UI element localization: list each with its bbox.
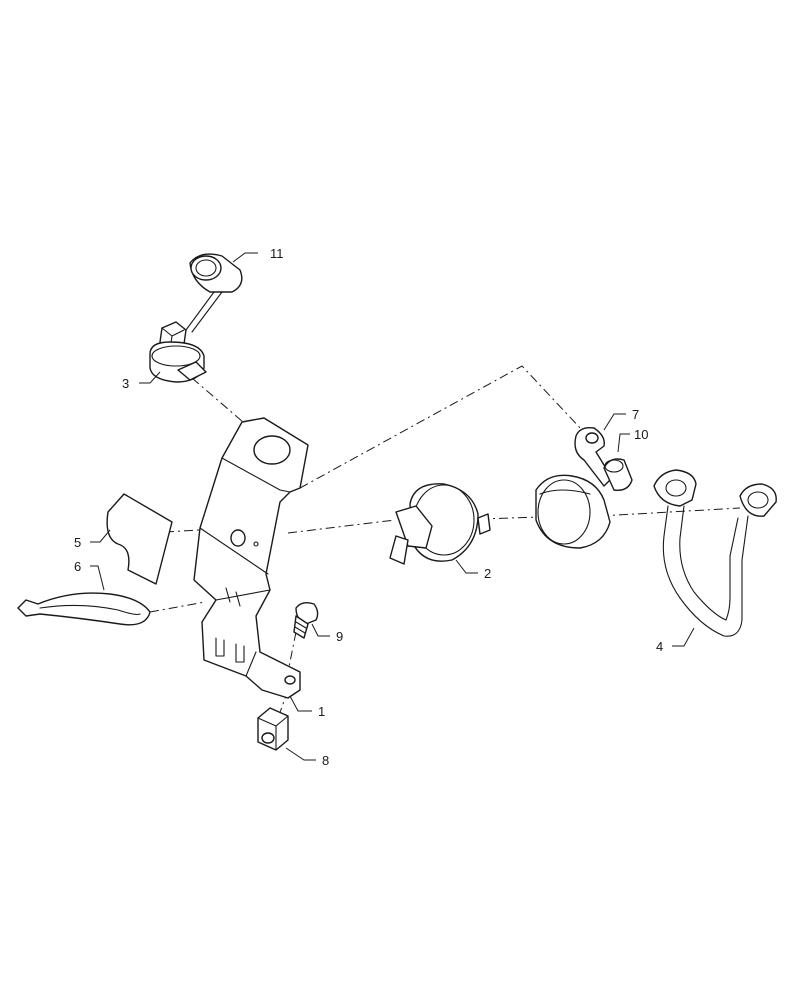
leader-7 [603,413,626,431]
strap-part-6 [17,592,151,626]
nut-part-8 [257,707,289,751]
buzzer-part-2 [389,483,491,565]
leader-1 [289,695,312,712]
leader-3 [139,371,161,384]
callout-3: 3 [122,376,129,391]
centerline-bracket-to-buzzer [287,519,396,534]
centerline-bracket-to-terminal [299,365,583,489]
callout-6: 6 [74,559,81,574]
switch-part-3 [149,321,207,383]
leader-2 [455,559,478,574]
centerline-boot-to-cable [599,507,741,517]
centerline-plate [164,529,201,533]
cable-part-4 [653,469,777,637]
callout-7: 7 [632,407,639,422]
callout-2: 2 [484,566,491,581]
leader-4 [672,627,695,647]
callout-1: 1 [318,704,325,719]
callout-8: 8 [322,753,329,768]
callout-9: 9 [336,629,343,644]
callout-5: 5 [74,535,81,550]
callout-4: 4 [656,639,663,654]
terminal-part-7 [574,426,613,487]
leader-9 [311,623,330,637]
centerline-strap [149,601,206,613]
bolt-part-9 [293,601,319,639]
leader-lines [90,252,695,761]
leader-11 [232,252,258,263]
centerline-switch-to-bracket [191,377,251,429]
plate-part-5 [106,493,173,585]
leader-10 [617,433,630,453]
assembly-lines [149,365,741,719]
centerline-bolt [287,631,297,673]
dust-cap-part-11 [185,253,243,333]
callout-11: 11 [270,246,284,261]
leader-6 [90,565,105,591]
leader-5 [90,529,111,543]
callout-10: 10 [634,427,648,442]
leader-8 [285,747,316,761]
boot-cover [535,474,611,549]
sleeve-part-10 [603,458,633,491]
bracket-part-1 [193,417,309,699]
